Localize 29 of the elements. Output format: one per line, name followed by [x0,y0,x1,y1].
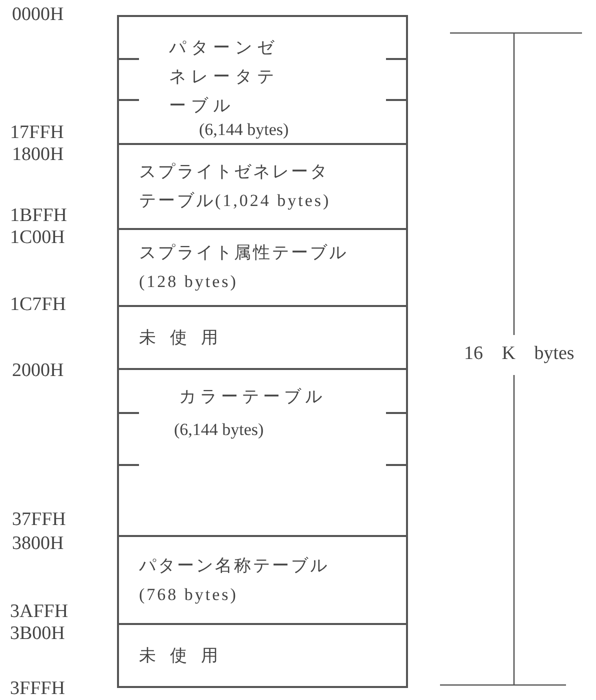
address-label: 0000H [12,4,64,26]
region-label: 未使用 [139,327,233,349]
region-label: (6,144 bytes) [199,119,290,141]
address-label: 1800H [12,144,64,166]
region-label: 未使用 [139,645,233,667]
address-label: 37FFH [12,509,66,531]
region-label: パターン名称テーブル(768 bytes) [139,555,330,606]
memory-region [117,143,408,230]
address-label: 1BFFH [10,205,68,227]
address-label: 3800H [12,533,64,555]
memory-region [117,15,408,145]
size-label: 16 K bytes [464,343,574,365]
address-label: 1C00H [10,227,65,249]
address-label: 3AFFH [10,601,68,623]
region-label: (6,144 bytes) [174,419,265,441]
memory-region [117,535,408,625]
memory-region [117,305,408,370]
address-label: 17FFH [10,122,64,144]
memory-region [117,368,408,537]
address-label: 1C7FH [10,294,66,316]
region-label: パターンゼネレータテーブル [169,37,280,117]
memory-region [117,228,408,307]
region-label: スプライト属性テーブル(128 bytes) [139,242,349,293]
address-label: 2000H [12,360,64,382]
region-label: カラーテーブル [179,386,327,408]
memory-region [117,623,408,688]
address-label: 3B00H [10,623,65,645]
region-label: スプライトゼネレータテーブル(1,024 bytes) [139,161,332,212]
address-label: 3FFFH [10,678,65,700]
